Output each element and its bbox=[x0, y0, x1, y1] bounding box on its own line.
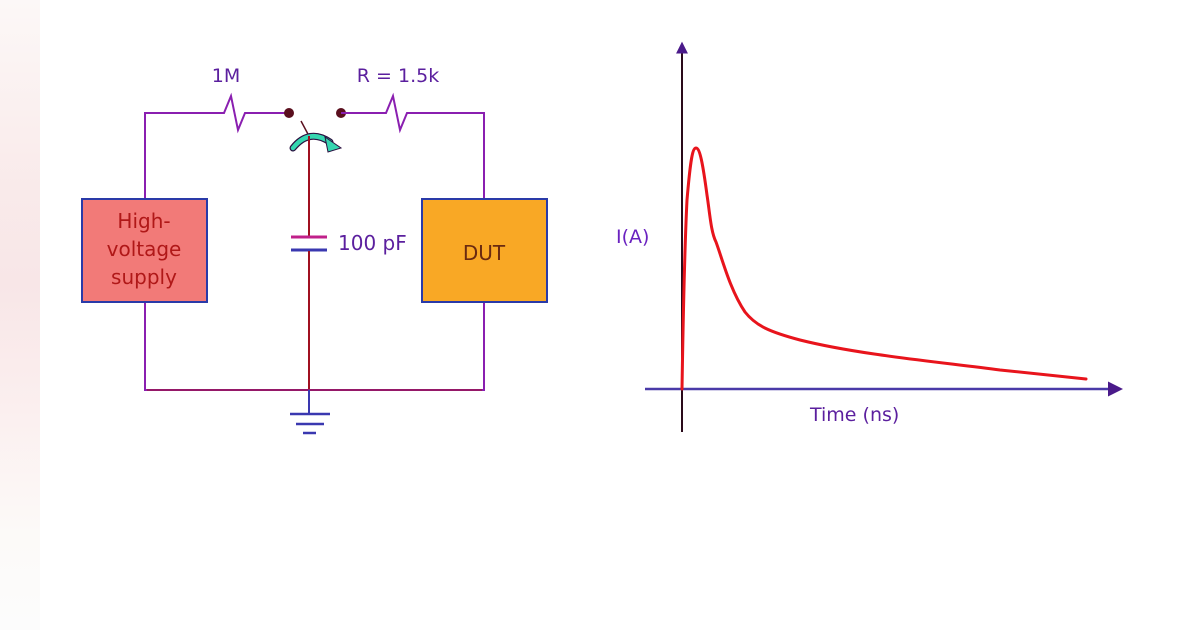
dut-label: DUT bbox=[463, 241, 506, 265]
dut-box bbox=[421, 198, 548, 303]
supply-label-line-1: High- bbox=[117, 209, 170, 233]
switch-rotate-arrow-icon bbox=[289, 132, 343, 153]
resistor-1m-label: 1M bbox=[212, 65, 240, 87]
supply-label-line-3: supply bbox=[111, 265, 177, 289]
wire-left-bottom bbox=[144, 302, 309, 391]
y-axis-label: I(A) bbox=[616, 226, 649, 248]
wire-right-bottom bbox=[309, 302, 485, 391]
switch-node-left bbox=[284, 108, 294, 118]
resistor-1m bbox=[216, 92, 289, 134]
ground-icon bbox=[290, 390, 330, 435]
high-voltage-supply-box bbox=[81, 198, 208, 303]
resistor-1-5k-label: R = 1.5k bbox=[357, 65, 439, 87]
wire-left-top bbox=[144, 112, 216, 199]
current-waveform-chart: I(A) Time (ns) bbox=[616, 41, 1123, 432]
circuit-schematic: High- voltage supply DUT 1M R = 1.5k 100… bbox=[81, 65, 548, 435]
resistor-1-5k bbox=[341, 92, 485, 199]
capacitor-label: 100 pF bbox=[338, 231, 407, 255]
supply-label-line-2: voltage bbox=[107, 237, 182, 261]
current-curve bbox=[680, 146, 1088, 391]
x-axis-label: Time (ns) bbox=[809, 404, 899, 426]
left-edge-gradient bbox=[0, 0, 40, 630]
